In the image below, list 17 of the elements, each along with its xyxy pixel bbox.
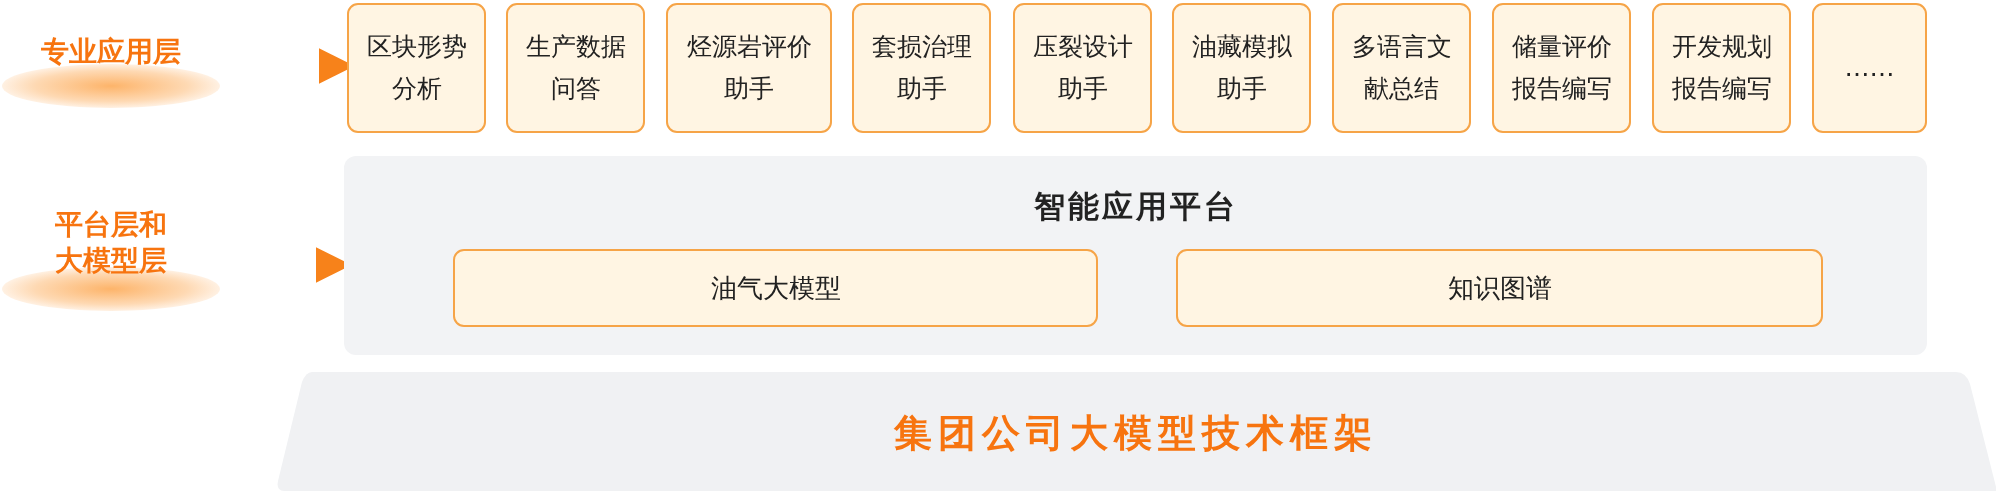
app-box: 区块形势分析 [347,3,486,133]
model-box: 油气大模型 [453,249,1098,327]
app-box: 套损治理助手 [852,3,991,133]
base-title: 集团公司大模型技术框架 [893,410,1379,457]
app-box: 开发规划报告编写 [1652,3,1791,133]
app-box: …… [1812,3,1927,133]
app-box: 储量评价报告编写 [1492,3,1631,133]
app-box: 多语言文献总结 [1332,3,1471,133]
app-box: 压裂设计助手 [1013,3,1152,133]
model-box: 知识图谱 [1176,249,1823,327]
panel-title: 智能应用平台 [1032,187,1239,226]
layer-label: 平台层和大模型层 [54,207,168,279]
platform-panel [344,156,1927,355]
layer-label: 专业应用层 [40,34,182,70]
app-box: 油藏模拟助手 [1172,3,1311,133]
app-box: 生产数据问答 [506,3,645,133]
app-box: 烃源岩评价助手 [666,3,832,133]
